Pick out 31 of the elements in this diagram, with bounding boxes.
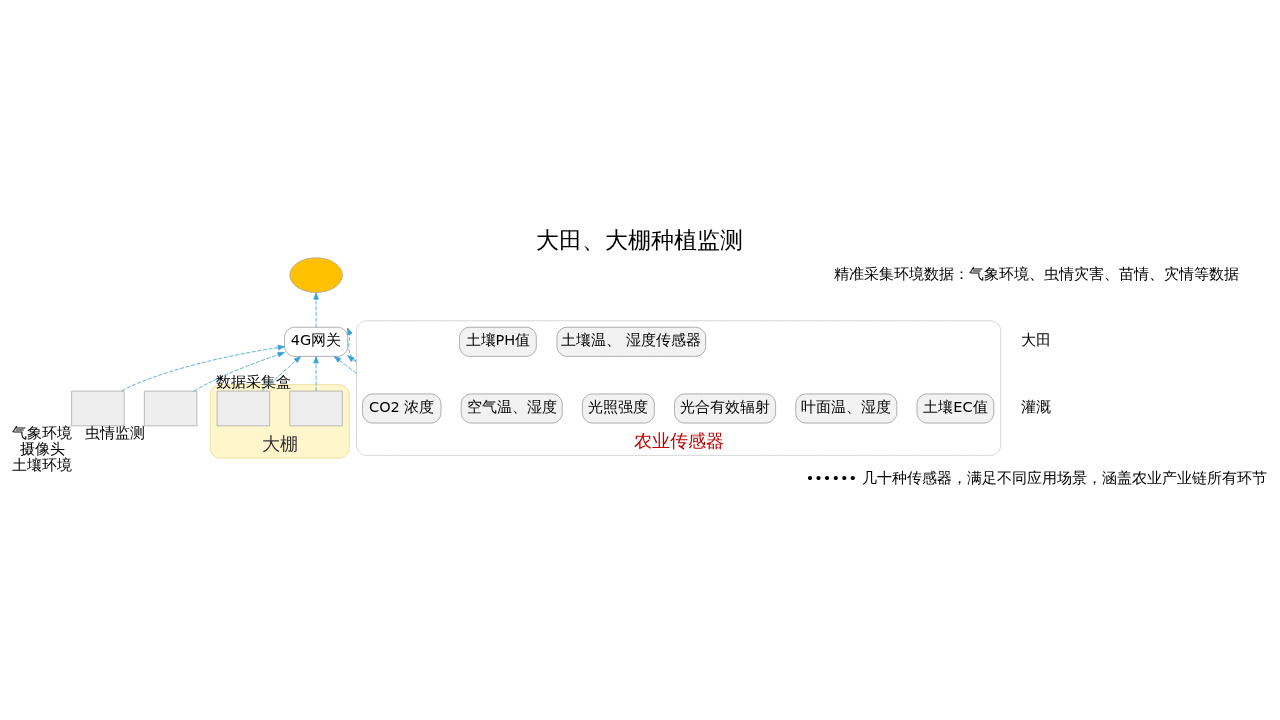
arrow xyxy=(333,356,357,374)
arrow xyxy=(193,352,285,392)
arrow xyxy=(347,355,357,363)
node-box: 土壤温、 湿度传感器 xyxy=(556,326,707,357)
arrow xyxy=(313,292,319,328)
label: •••••• 几十种传感器，满足不同应用场景，涵盖农业产业链所有环节 xyxy=(805,469,1267,486)
node-label: 摄像头 xyxy=(19,440,65,457)
node-box xyxy=(216,390,271,427)
label: 灌溉 xyxy=(1021,399,1052,416)
arrow xyxy=(121,344,285,392)
node-box: 空气温、湿度 xyxy=(460,393,563,424)
node-box: 光照强度 xyxy=(582,393,655,424)
node-box: 叶面温、湿度 xyxy=(795,393,898,424)
diagram-title: 大田、大棚种植监测 xyxy=(536,226,744,253)
node-box: 4G网关 xyxy=(284,326,348,357)
node-box: CO2 浓度 xyxy=(362,393,442,424)
label: 精准采集环境数据：气象环境、虫情灾害、苗情、灾情等数据 xyxy=(833,265,1239,282)
arrow xyxy=(313,356,319,392)
node-box xyxy=(143,390,198,427)
node-label: 虫情监测 xyxy=(84,424,145,441)
node-box: 土壤EC值 xyxy=(916,393,995,424)
node-cloud xyxy=(289,257,343,293)
label: 大田 xyxy=(1021,332,1052,349)
node-box xyxy=(71,390,125,427)
arrow xyxy=(261,356,301,392)
arrow xyxy=(347,327,357,362)
node-box: 光合有效辐射 xyxy=(674,393,776,424)
node-box xyxy=(289,390,343,427)
node-label: 土壤环境 xyxy=(12,456,73,473)
node-label: 气象环境 xyxy=(12,424,73,441)
node-box: 土壤PH值 xyxy=(459,326,537,357)
